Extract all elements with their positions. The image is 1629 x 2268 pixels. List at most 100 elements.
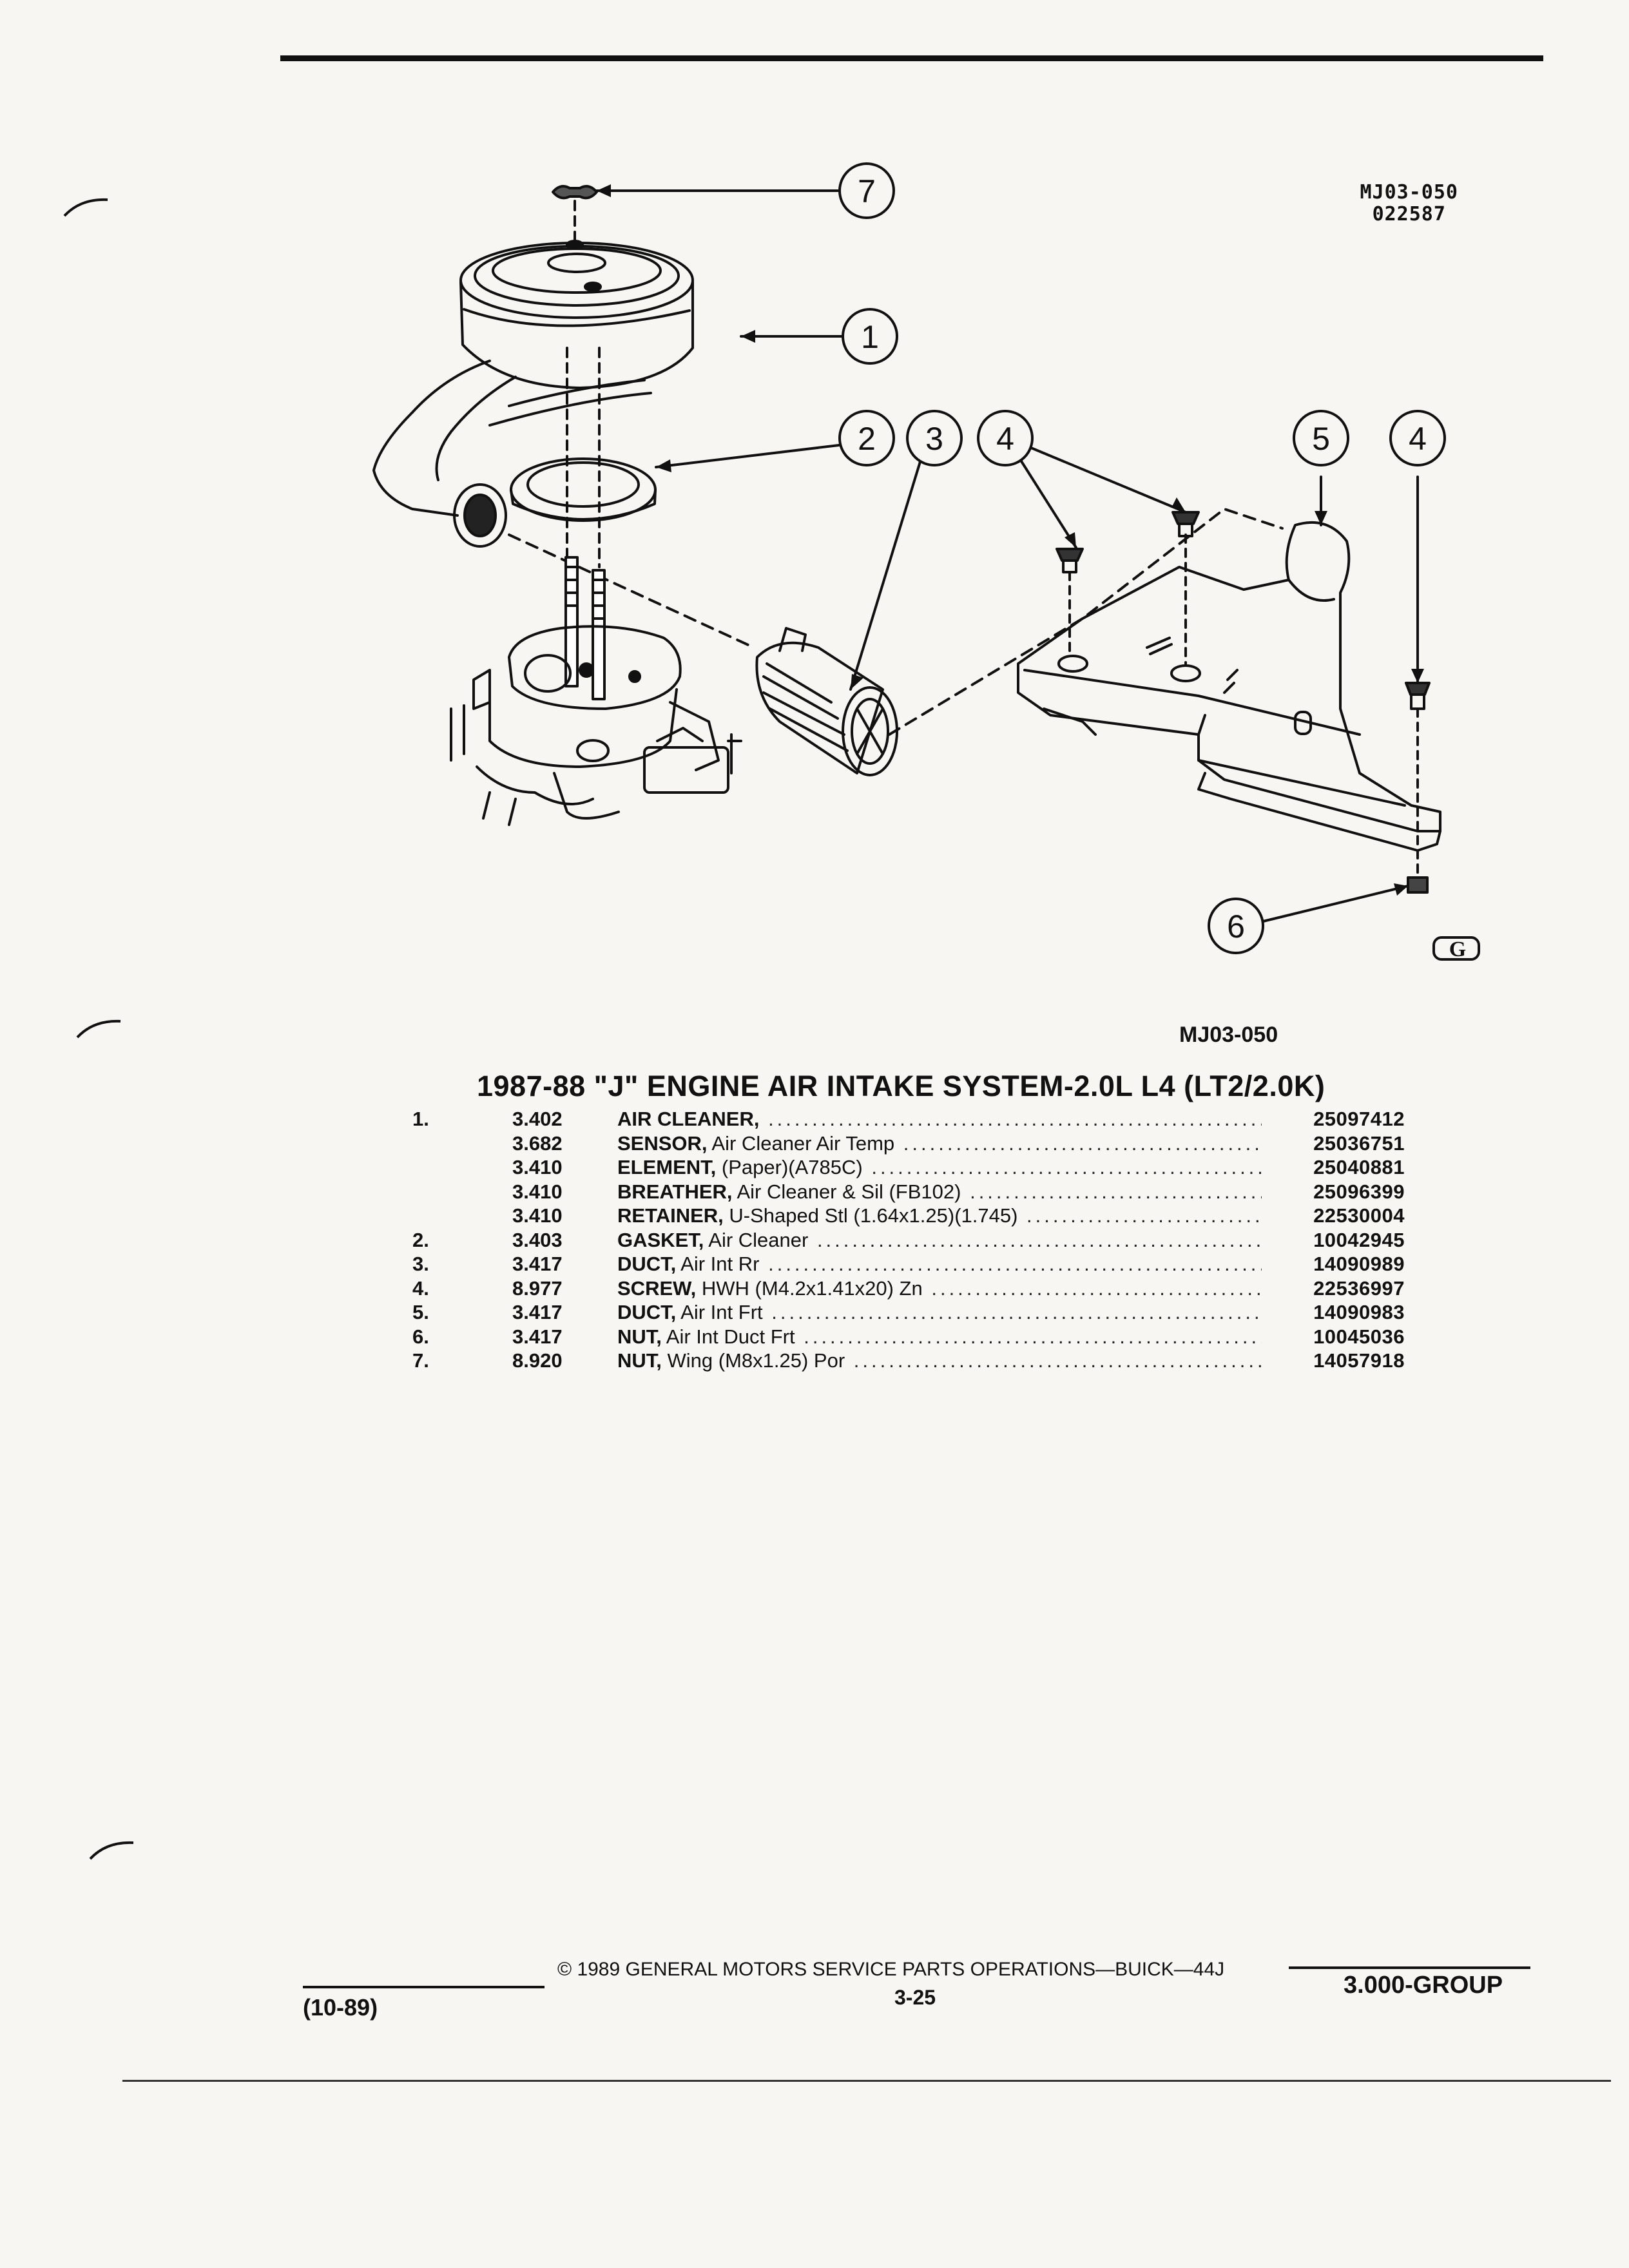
- part-number: 10042945: [1313, 1228, 1405, 1251]
- part-detail: Air Int Rr: [676, 1253, 760, 1275]
- margin-mark-1: [63, 198, 108, 217]
- leader-dots: ........................................…: [903, 1131, 1262, 1155]
- part-description: GASKET, Air Cleaner ....................…: [617, 1228, 1262, 1253]
- leader-dots: ........................................…: [853, 1349, 1262, 1372]
- part-number: 14090989: [1313, 1253, 1405, 1275]
- part-number: 22530004: [1313, 1204, 1405, 1227]
- part-name: SCREW,: [617, 1276, 697, 1300]
- throttle-body-part: [450, 556, 742, 826]
- callout-circle-6: [1208, 898, 1264, 954]
- gm-logo-icon: G: [1432, 936, 1480, 961]
- figure-label: MJ03-050: [1179, 1023, 1278, 1047]
- footer-date: (10-89): [303, 1994, 378, 2021]
- group-number: 3.410: [512, 1180, 563, 1203]
- part-description: DUCT, Air Int Frt ......................…: [617, 1300, 1262, 1325]
- group-number: 3.410: [512, 1204, 563, 1227]
- air-cleaner-part: [372, 240, 694, 548]
- section-title: 1987-88 "J" ENGINE AIR INTAKE SYSTEM-2.0…: [477, 1070, 1325, 1102]
- parts-list: 1. 3.402 AIR CLEANER, ....................…: [412, 1107, 1405, 1373]
- callout-5: 5: [1312, 421, 1330, 457]
- item-ref: 5.: [412, 1301, 429, 1323]
- part-name: NUT,: [617, 1325, 662, 1348]
- parts-row: 3.410 BREATHER, Air Cleaner & Sil (FB102)…: [412, 1180, 1405, 1204]
- part-detail: Air Cleaner Air Temp: [707, 1131, 895, 1155]
- diagram-date-code: 022587: [1372, 203, 1446, 226]
- part-number: 10045036: [1313, 1325, 1405, 1348]
- group-number: 3.417: [512, 1325, 563, 1348]
- callout-2: 2: [858, 421, 876, 457]
- callout-7: 7: [858, 173, 876, 209]
- leader-dots: ........................................…: [1027, 1204, 1262, 1227]
- part-description: AIR CLEANER, ...........................…: [617, 1107, 1262, 1131]
- part-detail: Air Int Duct Frt: [661, 1325, 795, 1348]
- part-number: 22536997: [1313, 1276, 1405, 1300]
- part-name: RETAINER,: [617, 1204, 724, 1227]
- part-description: NUT, Air Int Duct Frt ..................…: [617, 1325, 1262, 1349]
- part-description: ELEMENT, (Paper)(A785C) ................…: [617, 1155, 1262, 1180]
- part-detail: (Paper)(A785C): [716, 1156, 863, 1178]
- part-name: DUCT,: [617, 1253, 677, 1275]
- group-number: 3.403: [512, 1228, 563, 1251]
- page-number: 3-25: [894, 1986, 936, 2009]
- leader-dots: ........................................…: [771, 1301, 1262, 1323]
- leader-dots: ........................................…: [816, 1228, 1262, 1251]
- part-detail: Air Cleaner: [704, 1228, 809, 1251]
- parts-row: 3.410 ELEMENT, (Paper)(A785C) ...........…: [412, 1155, 1405, 1180]
- part-name: DUCT,: [617, 1301, 677, 1323]
- part-description: BREATHER, Air Cleaner & Sil (FB102) ....…: [617, 1180, 1262, 1204]
- margin-mark-3: [89, 1841, 134, 1860]
- part-name: NUT,: [617, 1349, 662, 1372]
- gasket-part: [510, 457, 657, 522]
- item-ref: 7.: [412, 1349, 429, 1372]
- item-ref: 6.: [412, 1325, 429, 1348]
- leader-dots: ........................................…: [931, 1276, 1262, 1300]
- callout-circle-5: [1293, 410, 1349, 466]
- leader-dots: ........................................…: [970, 1180, 1262, 1203]
- callout-4b: 4: [1409, 421, 1427, 457]
- leader-dots: ........................................…: [804, 1325, 1262, 1348]
- margin-mark-2: [76, 1019, 121, 1039]
- group-number: 3.402: [512, 1108, 563, 1130]
- callout-circle-7: [838, 162, 895, 219]
- part-detail: U-Shaped Stl (1.64x1.25)(1.745): [723, 1204, 1018, 1227]
- group-number: 8.977: [512, 1276, 563, 1300]
- callout-1: 1: [861, 319, 879, 355]
- part-description: DUCT, Air Int Rr .......................…: [617, 1252, 1262, 1276]
- part-name: SENSOR,: [617, 1131, 708, 1155]
- screw-part: [1055, 511, 1431, 710]
- leader-dots: ........................................…: [768, 1253, 1262, 1275]
- diagram-code: MJ03-050: [1360, 181, 1458, 204]
- part-detail: HWH (M4.2x1.41x20) Zn: [696, 1276, 923, 1300]
- callout-circle-1: [842, 308, 898, 365]
- part-number: 25040881: [1313, 1156, 1405, 1178]
- group-number: 8.920: [512, 1349, 563, 1372]
- rear-duct-part: [755, 627, 898, 776]
- footer-rule-right: [1289, 1966, 1530, 1969]
- callout-3: 3: [925, 421, 943, 457]
- callout-4a: 4: [996, 421, 1014, 457]
- parts-row: 7. 8.920 NUT, Wing (M8x1.25) Por .........…: [412, 1349, 1405, 1373]
- parts-row: 4. 8.977 SCREW, HWH (M4.2x1.41x20) Zn ....…: [412, 1276, 1405, 1301]
- exploded-view-illustration: 7 1 2 3 4 5 4 6 G: [372, 162, 1480, 961]
- part-name: ELEMENT,: [617, 1156, 717, 1178]
- callout-circle-2: [838, 410, 895, 466]
- parts-row: 1. 3.402 AIR CLEANER, ....................…: [412, 1107, 1405, 1131]
- part-number: 14057918: [1313, 1349, 1405, 1372]
- footer-group: 3.000-GROUP: [1344, 1972, 1503, 1999]
- leader-dots: ........................................…: [768, 1108, 1262, 1130]
- part-name: BREATHER,: [617, 1180, 733, 1203]
- part-name: GASKET,: [617, 1228, 704, 1251]
- item-ref: 1.: [412, 1108, 429, 1130]
- group-number: 3.417: [512, 1253, 563, 1275]
- part-description: SENSOR, Air Cleaner Air Temp ...........…: [617, 1131, 1262, 1156]
- diagram-reference: MJ03-050 022587: [1360, 182, 1459, 226]
- item-ref: 4.: [412, 1276, 429, 1300]
- part-number: 14090983: [1313, 1301, 1405, 1323]
- part-detail: Wing (M8x1.25) Por: [661, 1349, 845, 1372]
- group-number: 3.410: [512, 1156, 563, 1178]
- callout-circle-4a: [977, 410, 1034, 466]
